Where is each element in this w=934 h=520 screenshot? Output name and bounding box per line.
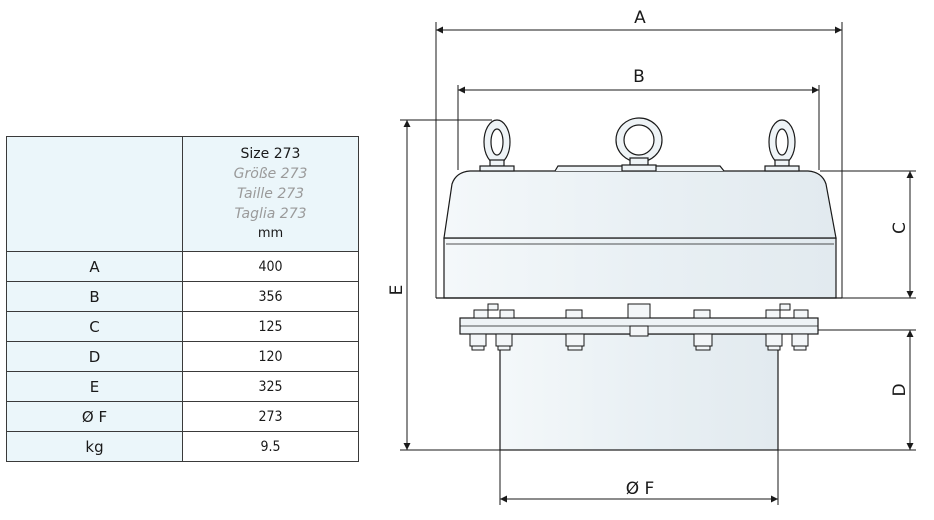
row-value: 273 — [182, 401, 359, 432]
row-value: 356 — [182, 281, 359, 312]
table-row: C 125 — [6, 311, 359, 342]
row-label: E — [6, 371, 183, 402]
dimension-d — [778, 329, 916, 451]
size-label-it: Taglia 273 — [234, 206, 307, 222]
size-header-cell: Size 273 Größe 273 Taille 273 Taglia 273… — [182, 136, 359, 252]
eye-bolt-right — [764, 119, 800, 172]
table-header-row: Size 273 Größe 273 Taille 273 Taglia 273… — [6, 136, 359, 252]
dimension-a-label: A — [634, 8, 646, 28]
dimension-b-label: B — [633, 67, 645, 87]
dimension-c — [820, 170, 916, 299]
row-value: 400 — [182, 251, 359, 282]
dimension-a — [435, 22, 843, 298]
unit-label: mm — [257, 226, 284, 241]
row-value: 125 — [182, 311, 359, 342]
row-value: 120 — [182, 341, 359, 372]
table-row: Ø F 273 — [6, 401, 359, 432]
dimension-e — [400, 119, 500, 451]
dimension-e-label: E — [387, 285, 407, 296]
table-row: D 120 — [6, 341, 359, 372]
technical-drawing: A B E C D Ø F — [387, 8, 916, 505]
row-value: 9.5 — [182, 431, 359, 462]
cylinder-body — [499, 333, 779, 451]
eye-bolt-left — [479, 119, 515, 172]
eye-bolt-center — [615, 117, 663, 172]
bolt-nuts — [469, 303, 809, 351]
row-value: 325 — [182, 371, 359, 402]
spec-table: Size 273 Größe 273 Taille 273 Taglia 273… — [6, 136, 359, 462]
dimension-d-label: D — [890, 383, 910, 396]
table-corner-cell — [6, 136, 183, 252]
size-label-en: Size 273 — [240, 146, 301, 162]
table-row: A 400 — [6, 251, 359, 282]
table-row: B 356 — [6, 281, 359, 312]
size-label-de: Größe 273 — [233, 166, 308, 182]
dimension-f-label: Ø F — [626, 479, 655, 499]
row-label: C — [6, 311, 183, 342]
row-label: kg — [6, 431, 183, 462]
table-row: kg 9.5 — [6, 431, 359, 462]
row-label: A — [6, 251, 183, 282]
row-label: B — [6, 281, 183, 312]
magnet-housing — [436, 165, 842, 299]
row-label: Ø F — [6, 401, 183, 432]
size-label-fr: Taille 273 — [236, 186, 305, 202]
dimension-f — [499, 450, 779, 505]
table-row: E 325 — [6, 371, 359, 402]
row-label: D — [6, 341, 183, 372]
dimension-c-label: C — [890, 222, 910, 234]
dimension-b — [457, 85, 820, 170]
